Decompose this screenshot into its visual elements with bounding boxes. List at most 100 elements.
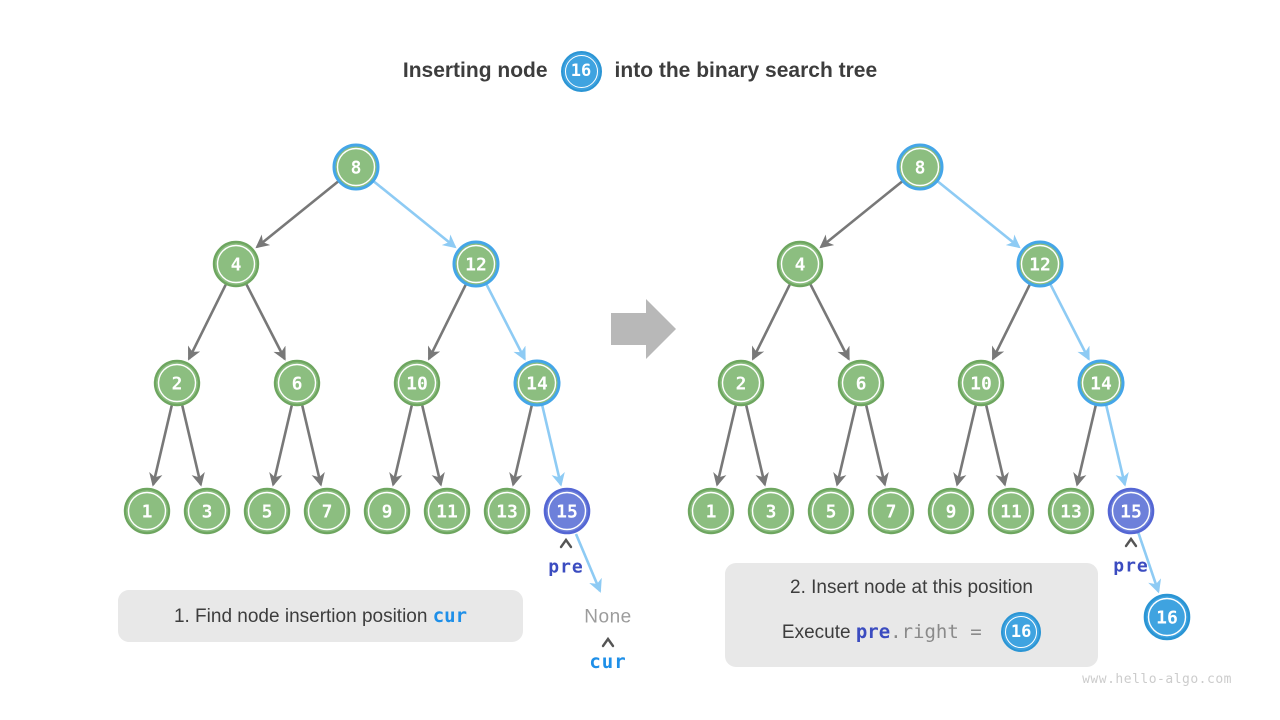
tree-edge-L8-L12 xyxy=(373,180,457,249)
title-prefix: Inserting node xyxy=(402,59,548,82)
tree-node-L7: 7 xyxy=(303,487,351,535)
tree-edge-R2-R1 xyxy=(713,405,738,487)
tree-node-L1: 1 xyxy=(123,487,171,535)
tree-edge-L10-L11 xyxy=(420,405,445,487)
transition-arrow-icon xyxy=(611,299,676,359)
caption-text: 2. Insert node at this position xyxy=(790,577,1033,598)
tree-node-L10: 10 xyxy=(393,359,441,407)
svg-text:12: 12 xyxy=(465,255,487,276)
tree-node-R12: 12 xyxy=(1016,240,1064,288)
tree-node-L3: 3 xyxy=(183,487,231,535)
label-pre: pre xyxy=(1113,556,1149,577)
svg-text:1: 1 xyxy=(142,502,153,523)
tree-node-R15: 15 xyxy=(1107,487,1155,535)
tree-node-L4: 4 xyxy=(212,240,260,288)
tree-edge-L12-L10 xyxy=(427,284,467,361)
tree-edge-R4-R6 xyxy=(809,283,850,361)
tree-edge-L8-L4 xyxy=(255,180,339,249)
svg-text:1: 1 xyxy=(706,502,717,523)
caption-text: 1. Find node insertion position xyxy=(173,605,433,627)
label-pre: pre xyxy=(548,557,584,578)
tree-node-R14: 14 xyxy=(1077,359,1125,407)
caret-up-icon xyxy=(1124,536,1138,548)
svg-text:11: 11 xyxy=(436,502,458,523)
caption-text: Execute xyxy=(781,621,856,643)
tree-edge-R8-R4 xyxy=(819,180,903,249)
tree-edge-L4-L6 xyxy=(245,283,286,361)
tree-edge-R15-R16 xyxy=(1137,532,1162,594)
svg-text:14: 14 xyxy=(1090,374,1112,395)
svg-text:2: 2 xyxy=(736,374,747,395)
tree-node-L12: 12 xyxy=(452,240,500,288)
svg-text:9: 9 xyxy=(382,502,393,523)
svg-text:6: 6 xyxy=(856,374,867,395)
page-title: Inserting node 16 into the binary search… xyxy=(0,44,1280,98)
tree-edge-R12-R10 xyxy=(991,284,1031,361)
tree-edge-R6-R7 xyxy=(864,405,889,487)
tree-edge-R6-R5 xyxy=(833,405,858,487)
svg-text:8: 8 xyxy=(915,158,926,179)
svg-text:3: 3 xyxy=(202,502,213,523)
svg-text:7: 7 xyxy=(886,502,897,523)
tree-node-L14: 14 xyxy=(513,359,561,407)
tree-edge-L10-L9 xyxy=(389,405,414,487)
svg-text:14: 14 xyxy=(526,374,548,395)
insertion-path-arrow xyxy=(574,533,602,593)
tree-edge-L14-L13 xyxy=(509,405,534,487)
tree-node-L8: 8 xyxy=(332,143,380,191)
caret-up-icon xyxy=(559,537,573,549)
tree-node-L9: 9 xyxy=(363,487,411,535)
tree-edge-L2-L3 xyxy=(180,405,205,487)
tree-node-L11: 11 xyxy=(423,487,471,535)
svg-text:5: 5 xyxy=(262,502,273,523)
caption-line: Execute pre.right = 16 xyxy=(781,612,1042,652)
tree-node-L5: 5 xyxy=(243,487,291,535)
caption-line: 1. Find node insertion position cur xyxy=(173,604,468,627)
tree-node-R13: 13 xyxy=(1047,487,1095,535)
caption-text: pre xyxy=(855,620,891,643)
tree-edge-R14-R15 xyxy=(1104,405,1129,487)
tree-node-L6: 6 xyxy=(273,359,321,407)
tree-node-R3: 3 xyxy=(747,487,795,535)
tree-node-R7: 7 xyxy=(867,487,915,535)
tree-node-R5: 5 xyxy=(807,487,855,535)
tree-node-L2: 2 xyxy=(153,359,201,407)
svg-text:7: 7 xyxy=(322,502,333,523)
svg-text:4: 4 xyxy=(231,255,242,276)
tree-node-R16: 16 xyxy=(1143,593,1191,641)
caption-text: cur xyxy=(432,604,468,627)
svg-text:12: 12 xyxy=(1029,255,1051,276)
caption-line: 2. Insert node at this position xyxy=(790,578,1033,597)
tree-edge-L6-L5 xyxy=(269,405,294,487)
svg-text:15: 15 xyxy=(556,502,578,523)
tree-edge-R10-R11 xyxy=(984,405,1009,487)
svg-text:3: 3 xyxy=(766,502,777,523)
svg-text:4: 4 xyxy=(795,255,806,276)
tree-edge-R12-R14 xyxy=(1049,283,1090,361)
watermark: www.hello-algo.com xyxy=(1082,672,1232,687)
title-node-16: 16 xyxy=(560,50,602,92)
tree-node-R2: 2 xyxy=(717,359,765,407)
svg-text:10: 10 xyxy=(970,374,992,395)
caret-up-icon xyxy=(601,636,615,648)
tree-node-R6: 6 xyxy=(837,359,885,407)
tree-edge-R8-R12 xyxy=(937,180,1021,249)
svg-text:15: 15 xyxy=(1120,502,1142,523)
label-cur: cur xyxy=(589,651,626,673)
svg-text:9: 9 xyxy=(946,502,957,523)
svg-text:16: 16 xyxy=(1156,608,1178,629)
label-none: None xyxy=(584,607,631,628)
svg-text:13: 13 xyxy=(496,502,518,523)
caption-node-16: 16 xyxy=(1001,612,1042,652)
tree-node-L15: 15 xyxy=(543,487,591,535)
tree-node-R8: 8 xyxy=(896,143,944,191)
tree-edge-L12-L14 xyxy=(485,283,526,361)
svg-text:13: 13 xyxy=(1060,502,1082,523)
caption-text: .right = xyxy=(890,620,994,643)
tree-edge-L2-L1 xyxy=(149,405,174,487)
tree-node-R10: 10 xyxy=(957,359,1005,407)
tree-edge-R10-R9 xyxy=(953,405,978,487)
caption-node-label: 16 xyxy=(1010,621,1032,642)
